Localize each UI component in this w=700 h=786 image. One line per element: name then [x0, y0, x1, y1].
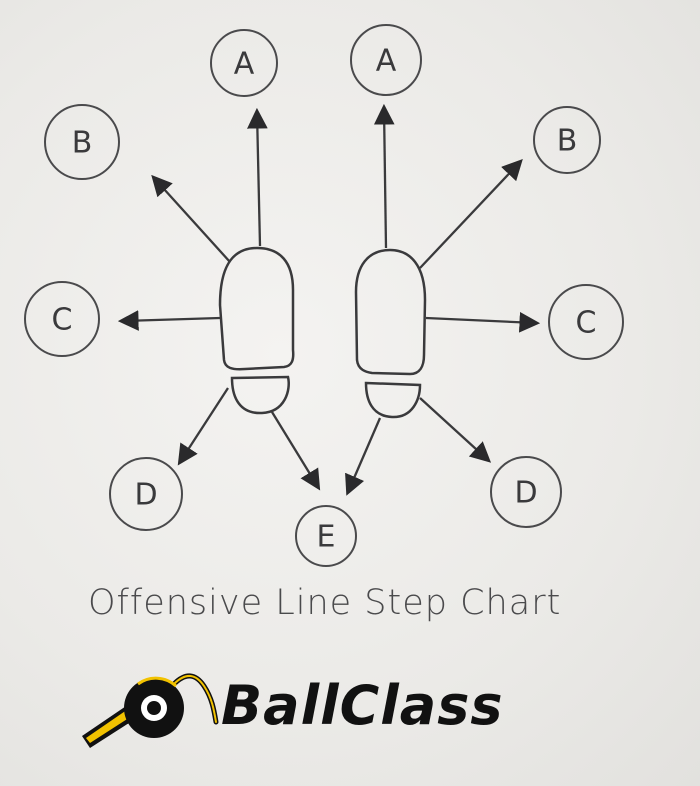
arrow-right-e [345, 417, 382, 496]
arrow-left-a [247, 107, 268, 247]
arrow-left-e [271, 411, 321, 491]
brand-logo: BallClass [76, 664, 636, 754]
arrow-right-c [425, 311, 541, 333]
left-foot [218, 246, 295, 415]
left-arrows [117, 107, 321, 491]
label-right-b: B [557, 124, 578, 159]
label-circle-left-a [210, 29, 278, 97]
left-foot-heel [230, 375, 290, 415]
label-circle-left-b [44, 104, 120, 180]
right-arrows [345, 103, 541, 496]
label-circle-right-b [533, 106, 601, 174]
step-chart-diagram: A B C D E A B C D [24, 24, 624, 567]
label-circle-right-d [490, 456, 562, 528]
arrow-left-b [151, 174, 231, 263]
arrow-right-b [419, 158, 523, 269]
label-right-a: A [376, 44, 397, 79]
label-circle-center-e [295, 505, 357, 567]
right-foot-sole [354, 248, 427, 376]
label-circle-left-c [24, 281, 100, 357]
diagram-caption: Offensive Line Step Chart [88, 583, 562, 623]
label-right-c: C [576, 306, 597, 341]
label-left-d: D [134, 478, 157, 513]
label-left-c: C [52, 303, 73, 338]
whistle-icon [82, 673, 219, 748]
label-left-a: A [234, 47, 255, 82]
right-foot-heel [364, 381, 422, 419]
left-foot-sole [218, 246, 295, 371]
arrow-left-c [117, 310, 221, 331]
label-circle-right-c [548, 284, 624, 360]
arrow-right-a [373, 103, 395, 249]
label-left-b: B [72, 126, 93, 161]
arrow-right-d [419, 397, 492, 463]
right-foot [354, 248, 427, 419]
brand-name: BallClass [221, 674, 504, 737]
label-center-e: E [317, 520, 336, 555]
arrow-left-d [177, 387, 229, 466]
label-right-d: D [514, 476, 537, 511]
label-circle-left-d [109, 457, 183, 531]
label-circle-right-a [350, 24, 422, 96]
